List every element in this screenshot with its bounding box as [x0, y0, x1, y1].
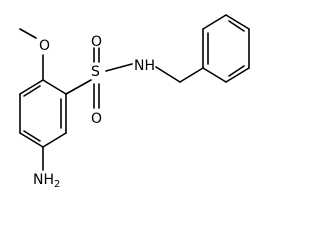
- s-n-bond: [105, 63, 133, 72]
- sulfur-label: S: [91, 64, 100, 80]
- left-benzene-ring: [19, 79, 67, 148]
- phenyl-bond-2: [202, 14, 227, 30]
- amide-h: H: [144, 58, 155, 74]
- ring-double-bond-2: [23, 130, 41, 142]
- phenyl-bond-3: [225, 14, 250, 30]
- amide-nitrogen-label: NH: [134, 58, 155, 74]
- ring-bond-3: [42, 132, 67, 148]
- ch2-phenyl-bond: [179, 67, 204, 83]
- phenyl-double-bond-2: [228, 20, 245, 32]
- amino-group: NH2: [33, 146, 60, 190]
- ring-bond-4: [19, 132, 44, 148]
- ring-bond-6: [19, 79, 44, 95]
- right-phenyl-ring: [202, 14, 250, 83]
- ring-s-bond: [65, 79, 92, 95]
- sulfonyl-group: S O O: [65, 34, 133, 127]
- sulfonyl-oxygen-bottom-label: O: [91, 111, 102, 127]
- amide-n: N: [134, 58, 144, 74]
- phenyl-bond-6: [202, 67, 227, 83]
- amino-label: NH2: [33, 172, 60, 190]
- benzenesulfonamide-structure: O S O O NH NH2: [19, 14, 250, 190]
- n-ch2-bond: [155, 66, 181, 83]
- methoxy-oxygen-label: O: [39, 38, 50, 54]
- amino-h-count: 2: [54, 179, 60, 190]
- sulfonyl-oxygen-top-label: O: [91, 34, 102, 50]
- o-methyl-bond: [19, 28, 37, 39]
- phenyl-double-bond-3: [228, 65, 245, 77]
- amino-h: H: [43, 172, 54, 188]
- methoxy-group: O: [19, 28, 50, 81]
- ring-bond-1: [42, 79, 67, 95]
- phenyl-bond-5: [225, 67, 250, 83]
- amino-n: N: [33, 172, 43, 188]
- amide-group: NH: [134, 58, 204, 83]
- ring-double-bond-3: [23, 85, 41, 97]
